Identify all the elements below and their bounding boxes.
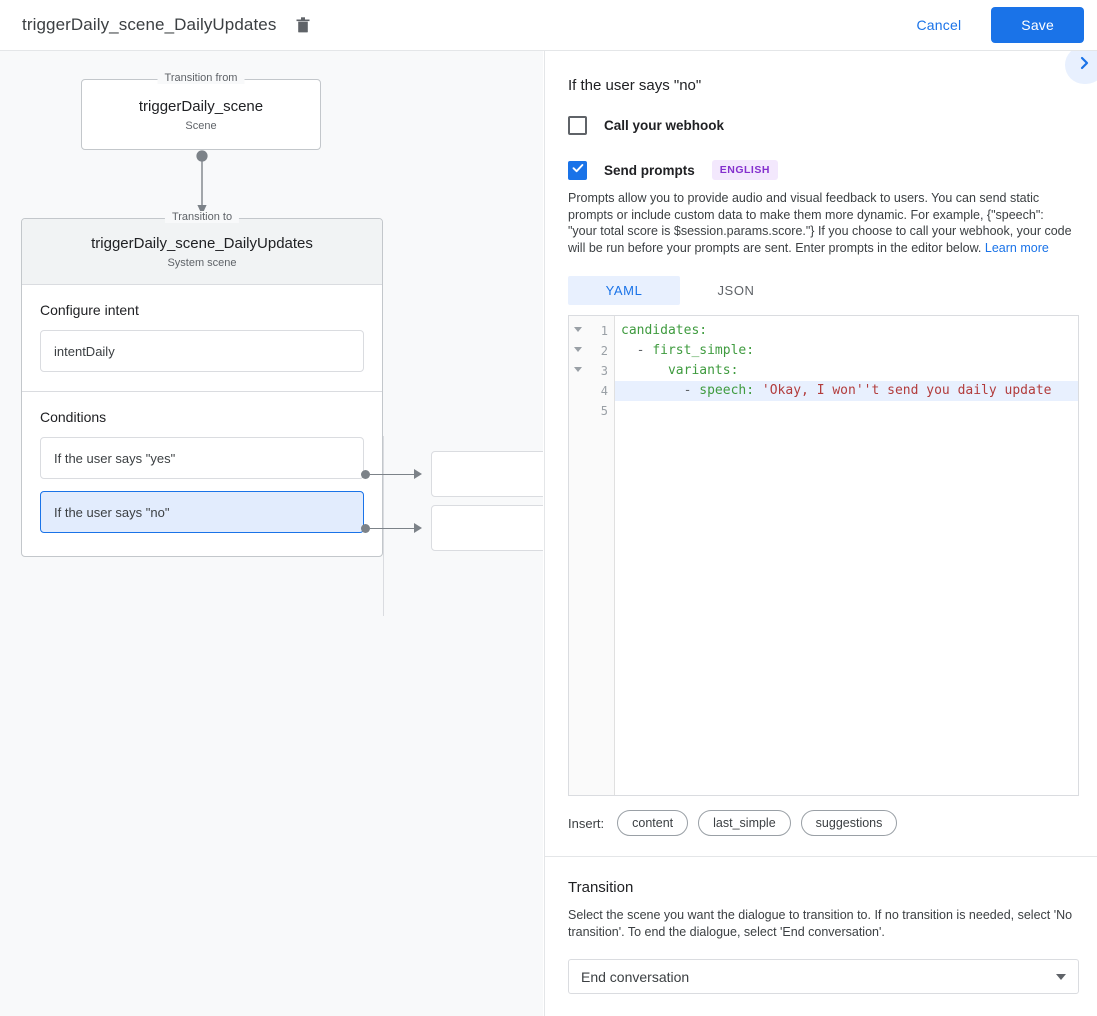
target-node-yes[interactable] [431, 451, 543, 497]
send-prompts-checkbox[interactable] [568, 160, 587, 180]
configure-intent-label: Configure intent [40, 302, 139, 318]
editor-format-tabs: YAML JSON [568, 276, 1097, 305]
editor-gutter: 1 2 3 4 5 [569, 316, 615, 795]
fold-toggle-icon[interactable] [574, 327, 582, 332]
fold-toggle-icon[interactable] [574, 367, 582, 372]
code-line-2: - first_simple: [615, 341, 1078, 361]
transition-to-subtitle: System scene [167, 256, 237, 269]
page-title: triggerDaily_scene_DailyUpdates [22, 15, 277, 34]
yaml-dash: - [683, 383, 700, 398]
code-line-5 [615, 401, 1078, 421]
learn-more-link[interactable]: Learn more [984, 240, 1049, 255]
yaml-indent [621, 343, 637, 358]
call-webhook-checkbox[interactable] [568, 116, 587, 135]
code-line-1: candidates: [615, 321, 1078, 341]
prompts-description-text: Prompts allow you to provide audio and v… [568, 191, 1072, 255]
prompt-code-editor[interactable]: 1 2 3 4 5 candidates: - first_simple: va… [568, 315, 1079, 796]
prompts-description: Prompts allow you to provide audio and v… [568, 190, 1074, 256]
transition-select[interactable]: End conversation [568, 959, 1079, 994]
top-app-bar: triggerDaily_scene_DailyUpdates Cancel S… [0, 0, 1097, 51]
conditions-label: Conditions [40, 409, 107, 425]
insert-chip-last-simple[interactable]: last_simple [698, 810, 791, 836]
save-button[interactable]: Save [991, 7, 1084, 43]
editor-code-area[interactable]: candidates: - first_simple: variants: - … [615, 316, 1078, 795]
yaml-indent [621, 363, 668, 378]
section-divider [545, 856, 1097, 857]
code-line-3: variants: [615, 361, 1078, 381]
transition-title: Transition [568, 879, 634, 896]
yaml-string-value: 'Okay, I won''t send you daily update [754, 383, 1052, 398]
condition-yes-connector-line [370, 474, 414, 476]
yaml-dash: - [636, 343, 653, 358]
node-connector-arrow [196, 150, 208, 215]
line-number: 1 [600, 324, 608, 338]
gutter-row: 3 [569, 361, 614, 381]
transition-from-node[interactable]: Transition from triggerDaily_scene Scene [81, 72, 321, 150]
transition-to-node[interactable]: Transition to triggerDaily_scene_DailyUp… [21, 211, 383, 557]
insert-chips-row: Insert: content last_simple suggestions [568, 810, 1097, 836]
gutter-row: 2 [569, 341, 614, 361]
details-panel: If the user says "no" Call your webhook … [544, 51, 1097, 1016]
intent-item[interactable]: intentDaily [40, 330, 364, 372]
transition-to-header: triggerDaily_scene_DailyUpdates System s… [22, 219, 382, 285]
configure-intent-section: Configure intent intentDaily [22, 285, 382, 391]
condition-no-connector-line [370, 528, 414, 530]
panel-header: If the user says "no" [545, 51, 1097, 94]
gutter-row: 1 [569, 321, 614, 341]
target-node-no[interactable] [431, 505, 543, 551]
conditions-section: Conditions If the user says "yes" If the… [22, 391, 382, 552]
chevron-right-icon [1079, 55, 1091, 76]
language-badge: ENGLISH [711, 160, 778, 180]
tab-yaml[interactable]: YAML [568, 276, 680, 305]
fold-toggle-icon[interactable] [574, 347, 582, 352]
yaml-key: speech: [699, 383, 755, 398]
graph-lane-divider [383, 436, 384, 616]
send-prompts-label: Send prompts [604, 162, 695, 178]
transition-from-title: triggerDaily_scene [138, 97, 264, 115]
line-number: 5 [600, 404, 608, 418]
line-number: 4 [600, 384, 608, 398]
transition-from-legend: Transition from [157, 72, 245, 84]
code-line-4: - speech: 'Okay, I won''t send you daily… [615, 381, 1078, 401]
transition-to-title: triggerDaily_scene_DailyUpdates [91, 234, 313, 252]
transition-from-subtitle: Scene [185, 119, 217, 132]
line-number: 3 [600, 364, 608, 378]
insert-chip-content[interactable]: content [617, 810, 689, 836]
insert-label: Insert: [568, 815, 605, 831]
transition-select-value: End conversation [581, 968, 690, 985]
transition-description: Select the scene you want the dialogue t… [568, 908, 1073, 939]
line-number: 2 [600, 344, 608, 358]
delete-button[interactable] [290, 12, 316, 38]
cancel-button[interactable]: Cancel [902, 8, 977, 42]
checkmark-icon [571, 161, 585, 180]
scene-graph-canvas[interactable]: Transition from triggerDaily_scene Scene… [0, 51, 543, 1016]
gutter-row: 4 [569, 381, 614, 401]
send-prompts-row[interactable]: Send prompts ENGLISH [545, 160, 1097, 180]
condition-no-connector-arrow [414, 523, 422, 533]
gutter-row: 5 [569, 401, 614, 421]
transition-to-legend: Transition to [164, 211, 240, 223]
webhook-row[interactable]: Call your webhook [545, 116, 1097, 135]
yaml-indent [621, 383, 684, 398]
condition-item-no[interactable]: If the user says "no" [40, 491, 364, 533]
tab-json[interactable]: JSON [717, 283, 755, 298]
condition-item-yes[interactable]: If the user says "yes" [40, 437, 364, 479]
expand-panel-button[interactable] [1065, 51, 1097, 84]
call-webhook-label: Call your webhook [604, 118, 725, 133]
topbar-actions: Cancel Save [902, 7, 1097, 43]
transition-section: Transition Select the scene you want the… [545, 857, 1097, 994]
condition-yes-connector-dot [361, 470, 370, 479]
condition-yes-connector-arrow [414, 469, 422, 479]
chevron-down-icon [1056, 973, 1066, 980]
insert-chip-suggestions[interactable]: suggestions [800, 810, 898, 836]
trash-icon [295, 16, 311, 34]
yaml-key: candidates: [621, 323, 708, 338]
yaml-key: variants: [667, 363, 739, 378]
yaml-key: first_simple: [652, 343, 755, 358]
condition-no-connector-dot [361, 524, 370, 533]
panel-heading: If the user says "no" [568, 77, 702, 94]
